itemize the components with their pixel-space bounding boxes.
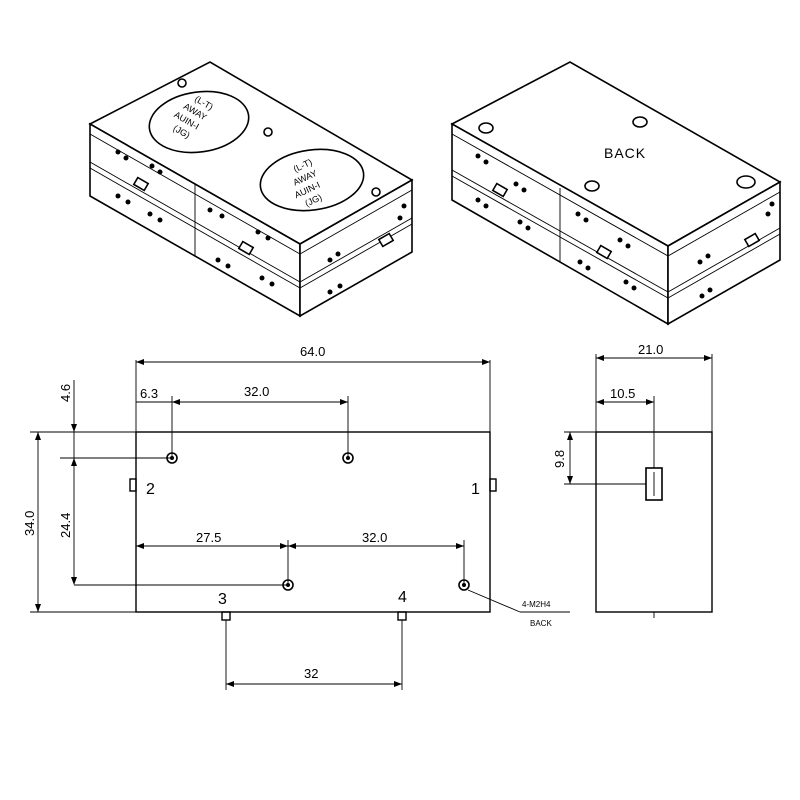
port-2-stub bbox=[129, 478, 137, 492]
port-1-label: 1 bbox=[471, 481, 480, 498]
iso-back-view: BACK bbox=[450, 61, 782, 326]
dim-port-spacing: 32 bbox=[304, 666, 318, 681]
side-dim-connector-y: 9.8 bbox=[552, 450, 567, 468]
port-4-stub bbox=[397, 611, 407, 621]
dim-hole-offset-bottom: 27.5 bbox=[196, 530, 221, 545]
hole-note-line2: BACK bbox=[530, 619, 552, 628]
side-dim-connector-x: 10.5 bbox=[610, 386, 635, 401]
port-3-stub bbox=[221, 611, 231, 621]
port-1-stub bbox=[489, 478, 497, 492]
dim-hole-offset-y: 4.6 bbox=[58, 384, 73, 402]
dim-height: 34.0 bbox=[22, 511, 37, 536]
port-4-label: 4 bbox=[398, 589, 407, 606]
dim-hole-spacing-top: 32.0 bbox=[244, 384, 269, 399]
port-2-label: 2 bbox=[146, 481, 155, 498]
side-view: 21.0 10.5 9.8 bbox=[552, 342, 713, 618]
port-3-label: 3 bbox=[218, 591, 227, 608]
back-label: BACK bbox=[604, 145, 646, 161]
dim-hole-spacing-bottom: 32.0 bbox=[362, 530, 387, 545]
dim-length: 64.0 bbox=[300, 344, 325, 359]
iso-front-view: (L-T) AWAY AUIN-I (JG) (L-T) AWAY AUIN-I… bbox=[88, 61, 414, 318]
dim-hole-spacing-y: 24.4 bbox=[58, 513, 73, 538]
dim-hole-offset-x: 6.3 bbox=[140, 386, 158, 401]
side-dim-width: 21.0 bbox=[638, 342, 663, 357]
hole-note-line1: 4-M2H4 bbox=[522, 600, 551, 609]
top-view: 2 1 3 4 64.0 6.3 32.0 4.6 34.0 bbox=[22, 344, 570, 690]
